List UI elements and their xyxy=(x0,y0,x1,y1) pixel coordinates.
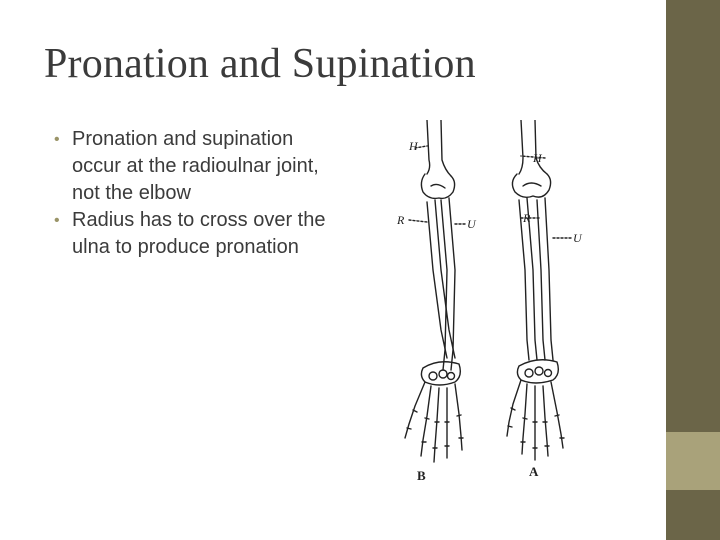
forearm-illustration: H R U H R U B A xyxy=(389,119,589,483)
bullet-item: • Pronation and supination occur at the … xyxy=(52,126,342,207)
bullet-item: • Radius has to cross over the ulna to p… xyxy=(52,207,342,261)
label-figure-a: A xyxy=(529,464,539,479)
arm-b xyxy=(404,119,464,463)
label-h-arm-a: H xyxy=(532,151,543,165)
bullet-text: Radius has to cross over the ulna to pro… xyxy=(72,209,326,258)
label-u-arm-a: U xyxy=(573,231,583,245)
label-h-arm-b: H xyxy=(408,139,419,153)
sidebar-accent-bottom xyxy=(666,490,720,540)
bullet-text: Pronation and supination occur at the ra… xyxy=(72,128,319,204)
label-u-arm-b: U xyxy=(467,217,477,231)
slide-title: Pronation and Supination xyxy=(44,41,476,87)
bullet-dot-icon: • xyxy=(54,131,60,148)
bullet-list: • Pronation and supination occur at the … xyxy=(52,126,342,261)
label-figure-b: B xyxy=(417,468,426,482)
sidebar-accent-dark xyxy=(666,0,720,432)
forearm-bones-drawing: H R U H R U B A xyxy=(396,119,583,483)
label-r-arm-b: R xyxy=(396,213,405,227)
label-r-arm-a: R xyxy=(522,211,531,225)
arm-a xyxy=(506,119,565,461)
bullet-dot-icon: • xyxy=(54,212,60,229)
sidebar-accent-light xyxy=(666,432,720,490)
